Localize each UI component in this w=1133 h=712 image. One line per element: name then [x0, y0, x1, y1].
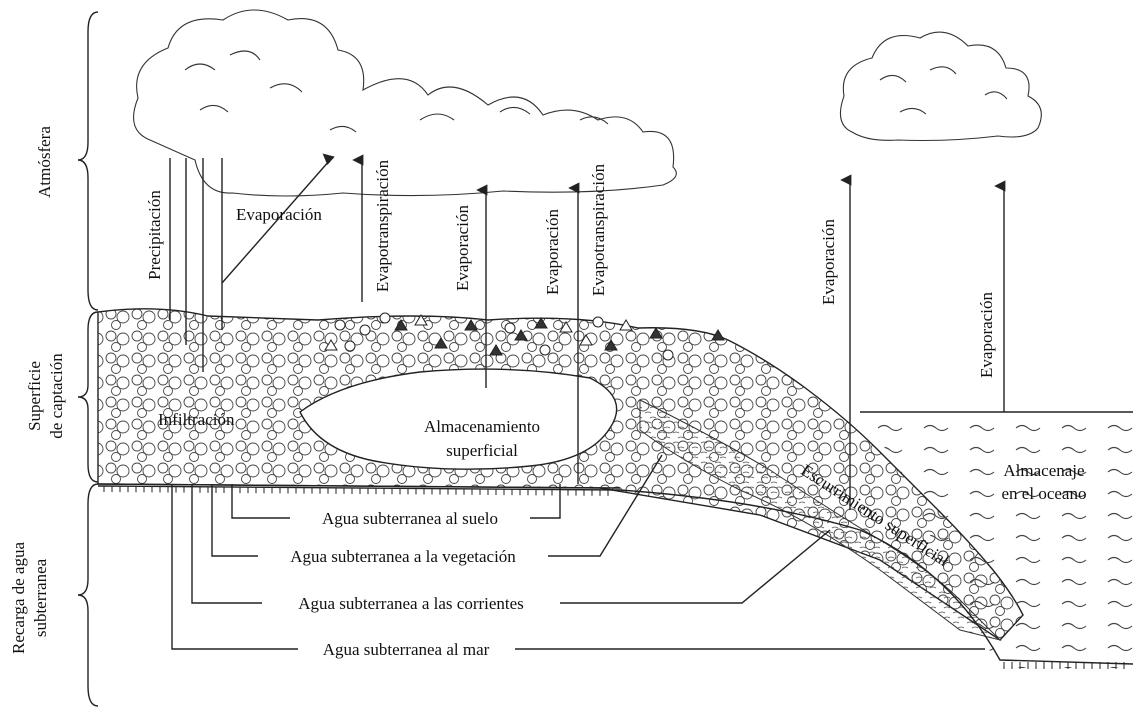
label-evapotranspiration-1: Evapotranspiración	[373, 159, 392, 292]
label-gw-to-vegetation: Agua subterranea a la vegetación	[290, 547, 516, 566]
label-evaporation-cloud: Evaporación	[236, 205, 322, 224]
clouds	[134, 10, 1042, 196]
label-evaporation-lake-1: Evaporación	[453, 205, 472, 291]
label-gw-to-streams: Agua subterranea a las corrientes	[298, 594, 524, 613]
label-evaporation-ocean: Evaporación	[977, 292, 996, 378]
label-infiltration: Infiltración	[158, 410, 235, 429]
catchment-hill	[98, 309, 1023, 640]
zone-recharge-line1: Recarga de agua	[9, 542, 28, 654]
cloud-right	[840, 32, 1041, 140]
label-gw-to-soil: Agua subterranea al suelo	[322, 509, 498, 528]
zone-surface-line2: de captación	[47, 353, 66, 439]
zone-braces	[78, 12, 98, 706]
label-gw-to-sea: Agua subterranea al mar	[323, 640, 490, 659]
zone-recharge-line2: subterranea	[31, 558, 50, 637]
label-evapotranspiration-2: Evapotranspiración	[589, 163, 608, 296]
label-evaporation-lake-2: Evaporación	[543, 209, 562, 295]
land-surface	[98, 309, 1023, 640]
label-ocean-storage-2: en el oceano	[1002, 484, 1087, 503]
label-surface-storage-1: Almacenamiento	[424, 417, 540, 436]
label-surface-storage-2: superficial	[446, 441, 518, 460]
label-evaporation-coast: Evaporación	[819, 219, 838, 305]
zone-atmosphere: Atmósfera	[35, 126, 54, 198]
label-precipitation: Precipitación	[145, 190, 164, 280]
label-ocean-storage-1: Almacenaje	[1003, 461, 1084, 480]
zone-surface-line1: Superficie	[25, 361, 44, 431]
